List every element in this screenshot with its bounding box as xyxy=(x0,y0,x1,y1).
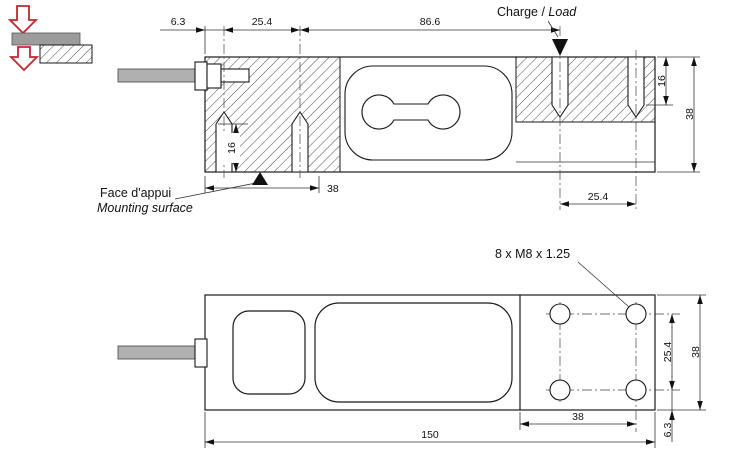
dim-6-3-edge: 6.3 xyxy=(662,423,674,438)
dim-150-length: 150 xyxy=(421,429,439,441)
dim-plan-bottom: 38 150 xyxy=(204,411,656,448)
plan-body-outline xyxy=(204,294,656,411)
dim-86-6: 86.6 xyxy=(420,16,441,28)
dim-16-right: 16 xyxy=(656,75,668,87)
plan-pocket-small xyxy=(232,310,306,395)
cable-gland xyxy=(194,61,208,91)
plan-view: 8 x M8 x 1.25 25.4 6.3 38 38 xyxy=(117,247,706,448)
support-hatch xyxy=(39,44,93,64)
dim-top-chain: 6.3 25.4 86.6 xyxy=(160,16,560,54)
side-view: 6.3 25.4 86.6 Charge / Load 16 xyxy=(97,5,700,215)
beam-bar xyxy=(11,32,81,46)
cable-counterbore xyxy=(206,63,222,89)
face-appui-label: Face d'appui xyxy=(100,186,171,200)
dim-right-hole-spacing: 25.4 xyxy=(560,191,636,207)
dim-25-4-right: 25.4 xyxy=(588,191,609,203)
load-arrow-top-icon xyxy=(7,5,39,35)
cable-bore xyxy=(220,68,250,83)
dim-16-left: 16 xyxy=(226,142,238,154)
load-point-triangle-icon xyxy=(552,39,568,56)
load-callout: Charge / Load xyxy=(497,5,577,56)
dim-mounting-block: 38 xyxy=(204,176,339,195)
flexure-island xyxy=(361,94,461,130)
dim-38-cols: 38 xyxy=(572,411,584,423)
dim-38-width: 38 xyxy=(690,346,702,358)
load-arrow-bottom-icon xyxy=(8,46,40,72)
dim-6-3: 6.3 xyxy=(171,16,186,28)
cable xyxy=(117,345,198,360)
thread-spec-callout: 8 x M8 x 1.25 xyxy=(495,247,630,308)
bolt-hole xyxy=(549,303,571,325)
bolt-hole xyxy=(549,379,571,401)
datum-triangle-icon xyxy=(252,172,268,185)
dim-38-height: 38 xyxy=(684,108,696,120)
dim-plan-right: 25.4 6.3 38 xyxy=(657,294,706,442)
dim-38-block: 38 xyxy=(327,183,339,195)
load-direction-icon xyxy=(7,5,93,72)
cable-gland xyxy=(194,338,208,368)
bolt-hole xyxy=(625,303,647,325)
mounting-surface-callout: Face d'appui Mounting surface xyxy=(97,172,268,215)
load-label: Charge / Load xyxy=(497,5,577,19)
cable xyxy=(117,68,198,83)
thread-spec-label: 8 x M8 x 1.25 xyxy=(495,247,570,261)
bolt-hole xyxy=(625,379,647,401)
dim-25-4-rows: 25.4 xyxy=(662,342,674,363)
plan-pocket-large xyxy=(314,302,513,403)
mounting-surface-label: Mounting surface xyxy=(97,201,193,215)
dim-25-4: 25.4 xyxy=(252,16,273,28)
dim-right-side: 16 38 xyxy=(646,56,700,173)
dim-left-depth: 16 xyxy=(218,123,248,172)
